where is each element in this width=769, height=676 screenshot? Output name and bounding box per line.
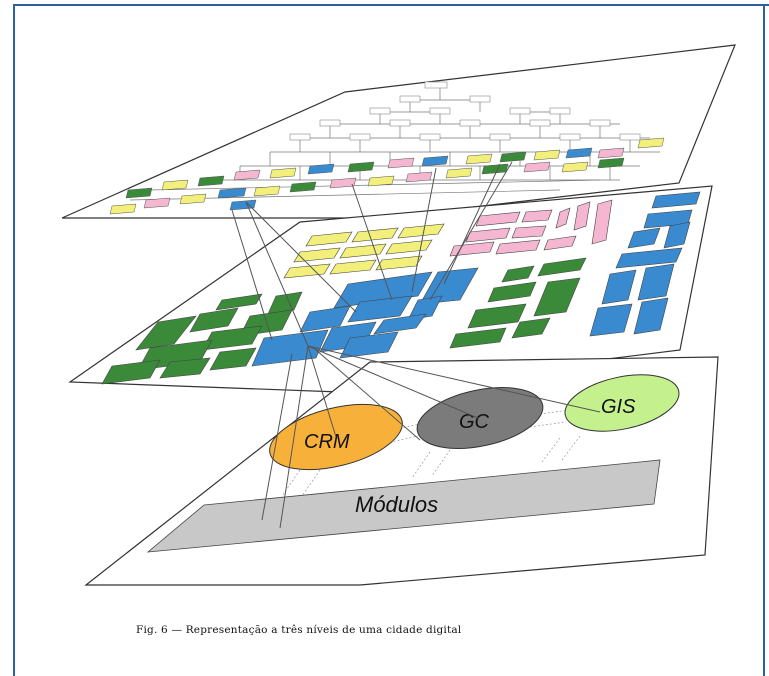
- figure-caption: Fig. 6 — Representação a três níveis de …: [136, 624, 462, 636]
- frame-border-left: [13, 4, 15, 676]
- crm-label: CRM: [304, 431, 350, 453]
- middle-blocks: [101, 191, 701, 385]
- level-links: [231, 161, 601, 529]
- top-plane: [61, 44, 736, 219]
- frame-border-right: [763, 4, 765, 676]
- top-tree-nodes: [289, 81, 641, 141]
- module-connectors: [281, 409, 581, 497]
- modules-bar: [146, 459, 661, 553]
- gis-node: [564, 374, 680, 432]
- gc-label: GC: [459, 411, 490, 433]
- gis-label: GIS: [601, 396, 636, 418]
- gc-node: [416, 387, 544, 449]
- frame-border-top: [13, 4, 769, 6]
- modules-label: Módulos: [355, 492, 438, 517]
- top-leaf-tiles: [109, 137, 665, 215]
